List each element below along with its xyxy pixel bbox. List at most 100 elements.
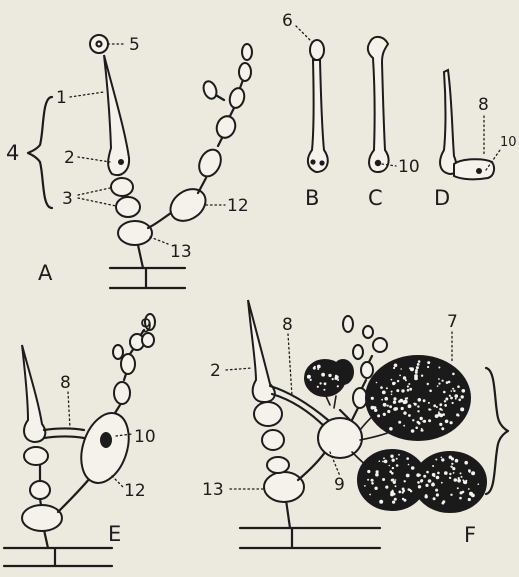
speckle [398,421,401,424]
speckle [382,391,386,395]
label-13-f: 13 [202,480,224,500]
speckle [376,382,378,384]
panel-a-drawing [28,35,252,288]
speckle [398,400,401,403]
panel-e-chain-cell [24,447,48,465]
speckle [317,368,319,370]
panel-e-large-cell [73,407,137,489]
speckle [408,414,411,417]
speckle [427,383,429,385]
leader-12-e [112,476,124,488]
panel-f-small-sporangium [333,360,353,384]
speckle [393,481,396,484]
speckle [442,380,444,382]
panel-e-branch [58,478,90,512]
speckle [417,363,420,366]
speckle [374,409,377,412]
speckle [405,398,407,400]
speckle [387,410,390,413]
speckle [335,377,338,380]
panel-f-basal-cell [264,472,304,502]
speckle [457,385,460,388]
panel-a-nucleus [118,159,124,165]
speckle [408,464,410,466]
speckle [375,473,379,477]
leader-2 [78,157,110,162]
speckle [392,459,395,462]
speckle [386,387,388,389]
speckle [402,492,404,494]
speckle [383,457,385,459]
panel-a-bead [214,114,238,141]
speckle [445,420,449,424]
speckle [441,458,444,461]
panel-c-nucleus [375,160,381,166]
speckle [460,472,462,474]
speckle [427,361,430,364]
speckle [438,367,440,369]
speckle [450,494,452,496]
panel-e-drawing [4,314,155,566]
speckle [393,407,397,411]
speckle [441,427,444,430]
speckle [449,395,451,397]
panel-b-hair-cell [308,60,328,172]
panel-f-chain-cell [267,457,289,473]
speckle [442,413,445,416]
speckle [337,385,339,387]
speckle [321,373,325,377]
speckle [410,367,414,371]
speckle [408,383,410,385]
panel-a-large-cell [164,183,211,228]
panel-f-substrate [240,528,380,548]
speckle [384,397,388,401]
panel-e-bead [121,354,135,374]
speckle [468,498,471,501]
speckle [441,409,443,411]
leader-6 [296,26,312,42]
speckle [396,458,398,460]
speckle [310,379,312,381]
speckle [460,407,464,411]
speckle [421,375,423,377]
speckle [461,476,463,478]
label-6-b: 6 [282,11,293,31]
panel-e-basal-cell [22,505,62,531]
panel-e-bead [114,382,130,404]
speckle [449,473,451,475]
speckle [380,386,383,389]
speckle [451,463,453,465]
speckle [410,490,412,492]
speckle [452,373,455,376]
speckle [392,479,394,481]
panel-a-bead [195,146,225,180]
panel-a-bead [239,63,251,81]
speckle [317,365,321,369]
speckle [461,395,464,398]
label-8-e: 8 [60,373,71,393]
speckle [400,368,402,370]
speckle [452,388,454,390]
speckle [391,472,394,475]
speckle [394,382,396,384]
speckle [415,427,418,430]
label-7-f: 7 [447,312,458,332]
speckle [458,399,461,402]
panel-a-basal-cell [118,221,152,245]
panel-f-branch [298,448,328,480]
speckle [457,414,459,416]
speckle [307,375,311,379]
speckle [455,398,457,400]
speckle [457,487,459,489]
speckle [457,479,461,483]
speckle [406,474,410,478]
speckle [394,498,397,501]
speckle [468,488,470,490]
speckle [404,480,406,482]
label-1-a: 1 [56,88,67,108]
speckle [436,476,440,480]
speckle [409,388,412,391]
label-2-a: 2 [64,148,75,168]
panel-f-chain-cell [254,402,282,426]
